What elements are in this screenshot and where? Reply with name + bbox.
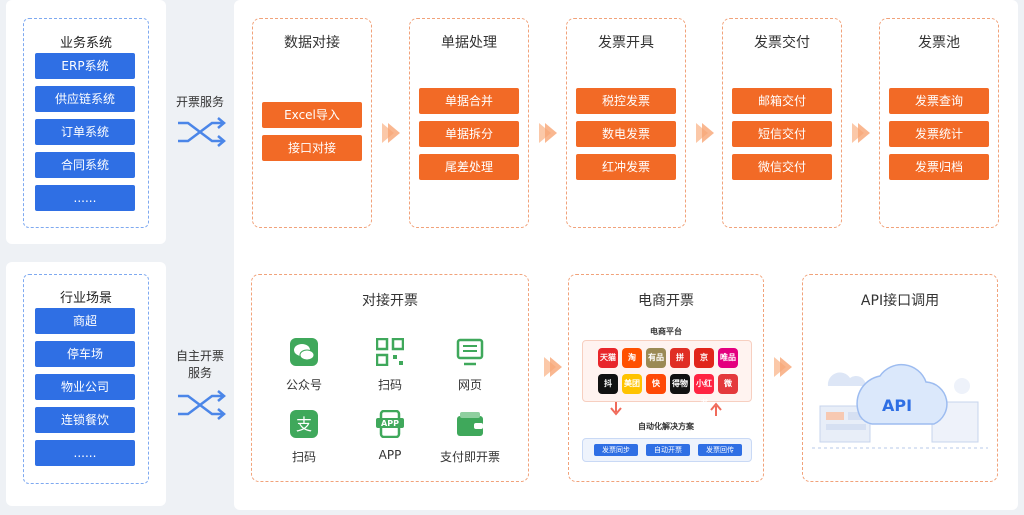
direct-icon-label: 扫码: [291, 450, 316, 464]
direct-icon-label: 扫码: [377, 378, 402, 392]
arrow-right-icon: [696, 123, 714, 143]
flow-item-button[interactable]: 单据合并: [419, 88, 519, 114]
arrow-up-icon: [710, 402, 722, 416]
flow-item-button[interactable]: 发票查询: [889, 88, 989, 114]
platform-logo: 得物: [670, 374, 690, 394]
flow-item-button[interactable]: 单据拆分: [419, 121, 519, 147]
industry-box: [23, 274, 149, 484]
connector-bottom-label-1: 自主开票: [175, 349, 224, 363]
flow-item-button[interactable]: 短信交付: [732, 121, 832, 147]
qr-code-icon: [376, 338, 404, 366]
flow-item-button[interactable]: 邮箱交付: [732, 88, 832, 114]
list-item-button[interactable]: 物业公司: [35, 374, 135, 400]
svg-text:支: 支: [296, 415, 312, 434]
flow-item-button[interactable]: 接口对接: [262, 135, 362, 161]
industry-title: 行业场景: [59, 291, 112, 306]
direct-invoice-box: [251, 274, 529, 482]
api-title: API接口调用: [860, 293, 940, 309]
shuffle-icon-top: [178, 117, 226, 147]
connector-bottom-label-2: 服务: [187, 366, 212, 380]
arrow-right-icon: [544, 357, 562, 377]
arrow-down-icon: [610, 402, 622, 416]
platform-label: 电商平台: [650, 327, 682, 336]
platform-logo: 天猫: [598, 348, 618, 368]
api-cloud-illustration: [812, 363, 988, 449]
flow-step-title: 发票开具: [598, 35, 654, 51]
app-phone-icon: APP: [376, 410, 404, 438]
flow-item-button[interactable]: 尾差处理: [419, 154, 519, 180]
arrow-right-icon: [382, 123, 400, 143]
list-item-button[interactable]: 连锁餐饮: [35, 407, 135, 433]
flow-step-title: 发票池: [918, 35, 960, 51]
ecommerce-title: 电商开票: [638, 293, 694, 309]
arrow-right-icon: [852, 123, 870, 143]
platform-logo: 唯品会: [718, 348, 738, 382]
platform-logo: 淘: [622, 348, 642, 368]
business-title: 业务系统: [59, 36, 112, 51]
list-item-button[interactable]: 商超: [35, 308, 135, 334]
business-box: [23, 18, 149, 228]
solution-label: 自动化解决方案: [638, 422, 694, 431]
flow-item-button[interactable]: 红冲发票: [576, 154, 676, 180]
solution-pill[interactable]: 发票回传: [698, 444, 742, 456]
list-item-button[interactable]: ......: [35, 440, 135, 466]
flow-item-button[interactable]: 数电发票: [576, 121, 676, 147]
direct-icon-label: 支付即开票: [439, 450, 500, 464]
platform-logo: 拼: [670, 348, 690, 368]
monitor-icon: [456, 338, 484, 366]
flow-item-button[interactable]: Excel导入: [262, 102, 362, 128]
svg-text:APP: APP: [381, 419, 399, 428]
solution-pill[interactable]: 发票同步: [594, 444, 638, 456]
list-item-button[interactable]: ......: [35, 185, 135, 211]
list-item-button[interactable]: 订单系统: [35, 119, 135, 145]
arrow-right-icon: [539, 123, 557, 143]
flow-step-title: 单据处理: [441, 35, 497, 51]
platform-logo: 微: [718, 374, 738, 394]
direct-invoice-title: 对接开票: [362, 293, 418, 309]
direct-icon-label: 网页: [457, 378, 482, 392]
flow-item-button[interactable]: 发票统计: [889, 121, 989, 147]
flow-item-button[interactable]: 税控发票: [576, 88, 676, 114]
direct-icon-label: APP: [378, 448, 402, 462]
platform-logo: 快: [646, 374, 666, 394]
flow-item-button[interactable]: 发票归档: [889, 154, 989, 180]
list-item-button[interactable]: 停车场: [35, 341, 135, 367]
platform-logo: 美团: [622, 374, 642, 394]
wallet-icon: [457, 412, 483, 436]
arrow-right-icon: [774, 357, 792, 377]
flow-step-title: 数据对接: [284, 35, 340, 51]
platform-logo: 抖: [598, 374, 618, 394]
direct-icon-label: 公众号: [285, 378, 322, 392]
shuffle-icon-bottom: [178, 390, 226, 420]
solution-pill[interactable]: 自动开票: [646, 444, 690, 456]
platform-logo: 小红书: [694, 374, 714, 408]
alipay-icon: 支: [290, 410, 318, 438]
wechat-icon: [290, 338, 318, 366]
list-item-button[interactable]: 供应链系统: [35, 86, 135, 112]
platform-logo: 京: [694, 348, 714, 368]
api-badge: API: [881, 396, 913, 415]
platform-logo: 有品: [646, 348, 666, 368]
list-item-button[interactable]: 合同系统: [35, 152, 135, 178]
list-item-button[interactable]: ERP系统: [35, 53, 135, 79]
flow-item-button[interactable]: 微信交付: [732, 154, 832, 180]
connector-top-label: 开票服务: [175, 95, 224, 109]
flow-step-title: 发票交付: [754, 35, 810, 51]
